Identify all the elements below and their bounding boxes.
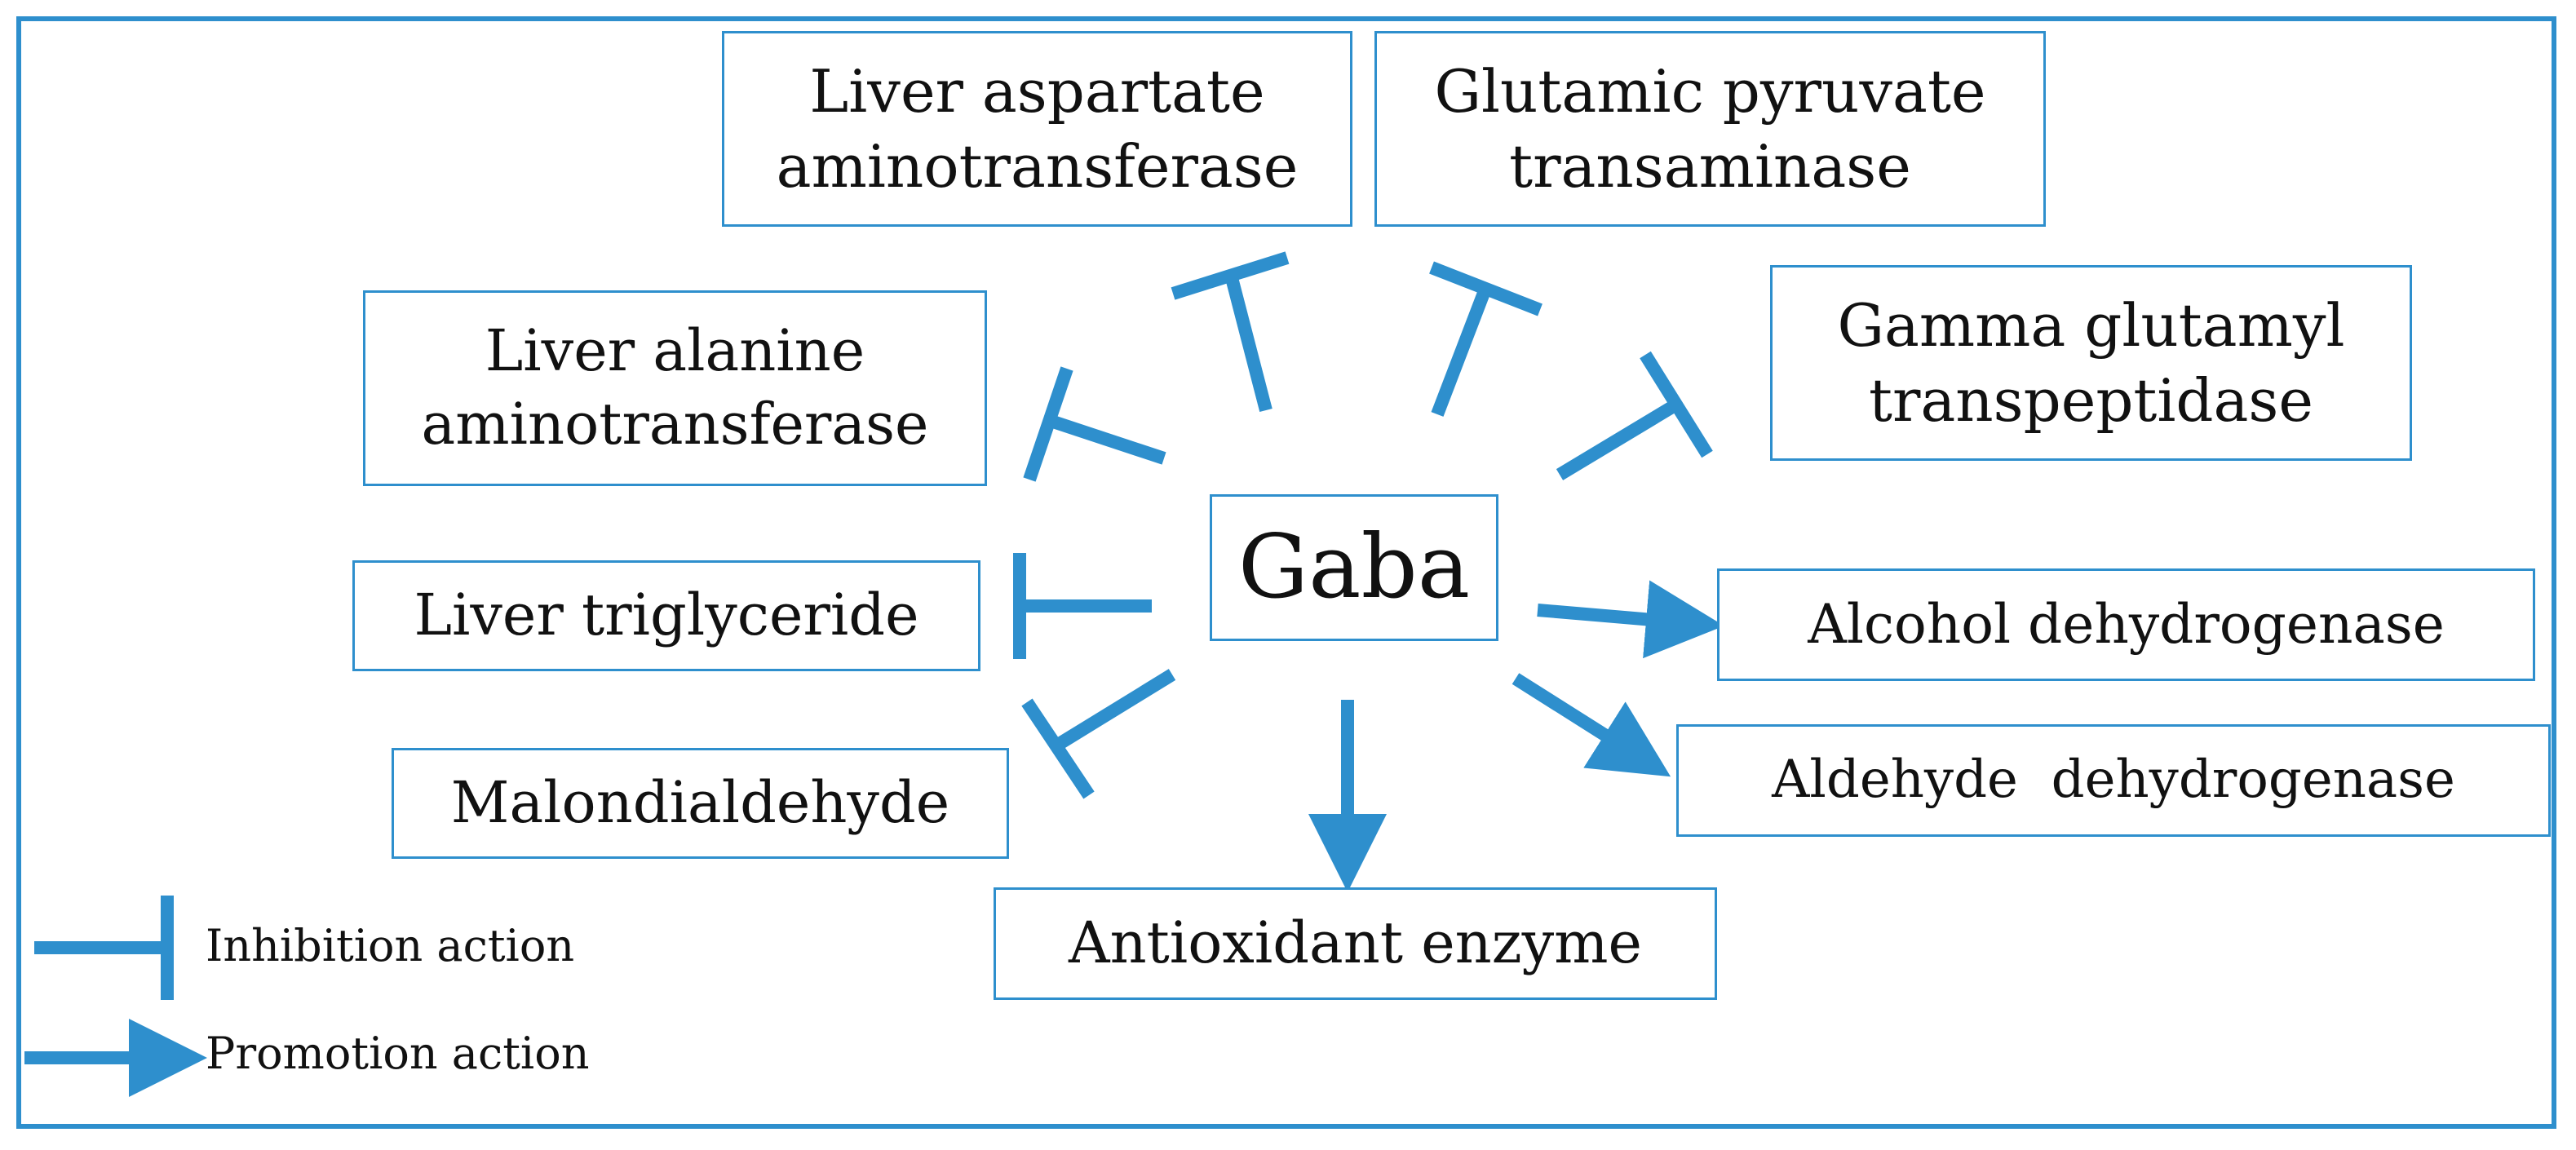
node-glutamic-pyruvate-transaminase: Glutamic pyruvate transaminase [1374, 31, 2046, 227]
node-label-line-2: aminotransferase [421, 391, 929, 458]
node-liver-alanine-aminotransferase: Liver alanine aminotransferase [363, 290, 987, 486]
node-label: Liver triglyceride [414, 582, 919, 649]
node-label-line-2: transaminase [1509, 132, 1911, 201]
inhibition-connector-liver-aspartate [1171, 251, 1290, 413]
inhibition-connector-liver-triglyceride [1013, 553, 1152, 659]
node-label: Malondialdehyde [450, 769, 950, 837]
promotion-connector-aldehyde [1512, 673, 1671, 777]
node-label-line-1: Glutamic pyruvate [1434, 56, 1986, 126]
promotion-connector-alcohol [1537, 580, 1724, 659]
node-label-line-1: Liver alanine [485, 317, 865, 385]
legend-inhibition-label: Inhibition action [206, 920, 575, 971]
diagram-frame [16, 16, 2556, 1129]
inhibition-connector-glutamic-pyruvate [1429, 261, 1543, 417]
node-liver-triglyceride: Liver triglyceride [352, 560, 980, 671]
node-label-line-1: Liver aspartate [809, 56, 1265, 126]
inhibition-connector-malondialdehyde [1021, 669, 1176, 799]
node-gamma-glutamyl-transpeptidase: Gamma glutamyl transpeptidase [1770, 265, 2412, 461]
legend-promotion-label: Promotion action [206, 1028, 590, 1079]
node-aldehyde-dehydrogenase: Aldehyde dehydrogenase [1676, 724, 2551, 837]
node-malondialdehyde: Malondialdehyde [392, 748, 1009, 859]
node-label-line-2: transpeptidase [1869, 366, 2313, 435]
inhibition-connector-liver-alanine [1023, 366, 1166, 482]
inhibition-connector-gamma-glutamyl [1556, 351, 1713, 480]
node-label: Alcohol dehydrogenase [1808, 592, 2445, 656]
node-label-line-1: Gamma glutamyl [1837, 290, 2345, 360]
node-antioxidant-enzyme: Antioxidant enzyme [994, 887, 1717, 1000]
node-liver-aspartate-aminotransferase: Liver aspartate aminotransferase [722, 31, 1352, 227]
node-alcohol-dehydrogenase: Alcohol dehydrogenase [1717, 568, 2535, 681]
node-label-line-2: aminotransferase [776, 132, 1299, 201]
center-node-gaba: Gaba [1210, 494, 1498, 641]
node-label: Antioxidant enzyme [1069, 909, 1642, 977]
legend-inhibition-symbol [34, 896, 174, 1000]
node-label: Aldehyde dehydrogenase [1772, 750, 2455, 811]
center-node-label: Gaba [1237, 515, 1471, 618]
